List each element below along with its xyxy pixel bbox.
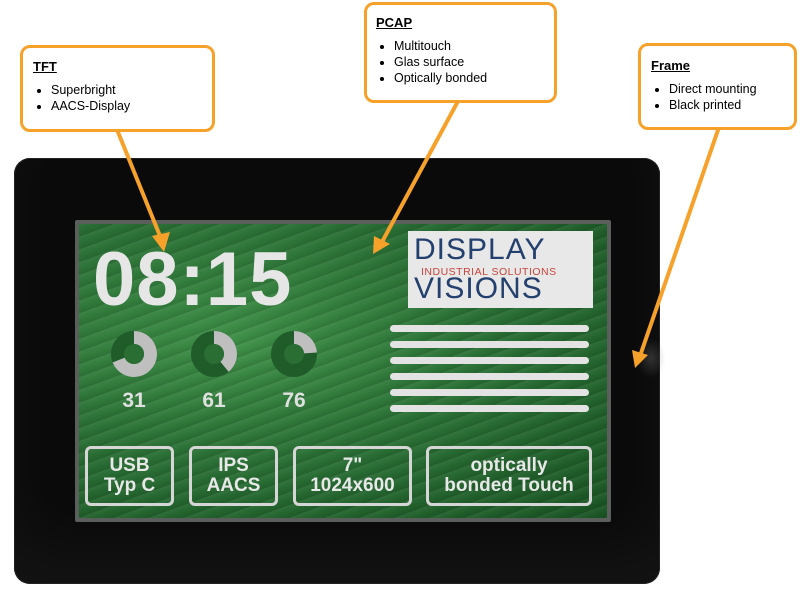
gauge-1-value: 31 bbox=[122, 389, 146, 412]
info-box-ips-line1: IPS bbox=[218, 455, 249, 476]
gauge-2-value: 61 bbox=[202, 389, 226, 412]
info-box-usb-line1: USB bbox=[109, 455, 150, 476]
info-box-usb: USB Typ C bbox=[85, 446, 174, 506]
info-box-usb-line2: Typ C bbox=[103, 475, 156, 496]
callout-tft-title: TFT bbox=[33, 59, 57, 74]
callout-frame-title: Frame bbox=[651, 58, 691, 73]
logo-line-1: DISPLAY bbox=[414, 233, 546, 266]
callout-pcap-item: Optically bonded bbox=[394, 70, 545, 86]
gauge-2 bbox=[191, 331, 237, 377]
clock-display: 08:15 bbox=[93, 237, 293, 322]
info-box-size: 7" 1024x600 bbox=[293, 446, 412, 506]
info-box-size-line2: 1024x600 bbox=[310, 475, 395, 496]
callout-tft: TFT Superbright AACS-Display bbox=[20, 45, 215, 132]
info-box-touch-line2: bonded Touch bbox=[444, 475, 574, 496]
callout-pcap-item: Multitouch bbox=[394, 38, 545, 54]
info-box-ips: IPS AACS bbox=[189, 446, 278, 506]
gauge-3-value: 76 bbox=[282, 389, 306, 412]
bar-3 bbox=[390, 357, 589, 364]
gauge-1 bbox=[111, 331, 157, 377]
display-frame: 08:15 DISPLAY INDUSTRIAL SOLUTIONS VISIO… bbox=[14, 158, 666, 584]
display-visions-logo: DISPLAY INDUSTRIAL SOLUTIONS VISIONS bbox=[408, 231, 593, 308]
bar-5 bbox=[390, 389, 589, 396]
info-box-size-line1: 7" bbox=[342, 455, 363, 476]
info-box-touch-line1: optically bbox=[470, 455, 548, 476]
gauge-arc bbox=[294, 331, 317, 354]
callout-frame: Frame Direct mounting Black printed bbox=[638, 43, 797, 130]
callout-frame-item: Black printed bbox=[669, 97, 784, 113]
logo-line-3: VISIONS bbox=[414, 272, 543, 305]
bar-6 bbox=[390, 405, 589, 412]
callout-tft-item: AACS-Display bbox=[51, 98, 202, 114]
gauge-hole bbox=[204, 344, 224, 364]
callout-pcap: PCAP Multitouch Glas surface Optically b… bbox=[364, 2, 557, 103]
logo-line-2: INDUSTRIAL SOLUTIONS bbox=[421, 266, 557, 278]
info-box-touch: optically bonded Touch bbox=[426, 446, 592, 506]
callout-tft-item: Superbright bbox=[51, 82, 202, 98]
frame-gloss bbox=[636, 338, 666, 378]
callout-pcap-item: Glas surface bbox=[394, 54, 545, 70]
tft-screen: 08:15 DISPLAY INDUSTRIAL SOLUTIONS VISIO… bbox=[79, 224, 607, 518]
gauge-arc bbox=[214, 331, 237, 372]
gauge-hole bbox=[124, 344, 144, 364]
bar-2 bbox=[390, 341, 589, 348]
bar-4 bbox=[390, 373, 589, 380]
callout-pcap-title: PCAP bbox=[376, 15, 413, 30]
bar-1 bbox=[390, 325, 589, 332]
gauge-hole bbox=[284, 344, 304, 364]
gauge-3 bbox=[271, 331, 317, 377]
callout-frame-item: Direct mounting bbox=[669, 81, 784, 97]
info-box-ips-line2: AACS bbox=[206, 475, 261, 496]
gauge-arc bbox=[112, 331, 157, 377]
